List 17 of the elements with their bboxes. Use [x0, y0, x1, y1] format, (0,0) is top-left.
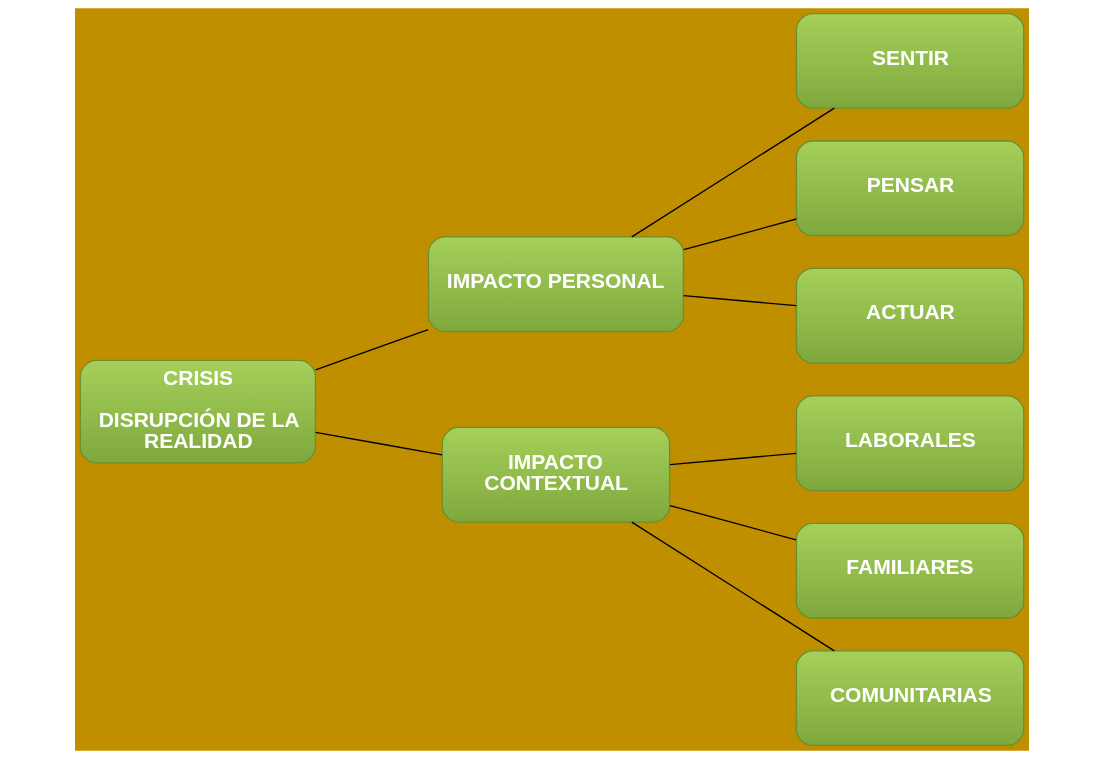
connector: [630, 521, 835, 652]
node-box: IMPACTO PERSONAL: [427, 236, 684, 333]
connector: [314, 328, 429, 371]
node-box: FAMILIARES: [795, 522, 1024, 619]
connector: [314, 431, 443, 456]
connector: [682, 294, 797, 307]
node-box: COMUNITARIAS: [795, 650, 1024, 747]
node-box: LABORALES: [795, 395, 1024, 492]
connector: [682, 218, 797, 251]
node-box: SENTIR: [795, 12, 1024, 109]
node-box: PENSAR: [795, 140, 1024, 237]
node-box: CRISIS DISRUPCIÓN DE LA REALIDAD: [79, 359, 316, 464]
connector: [668, 452, 797, 466]
node-box: ACTUAR: [795, 267, 1024, 364]
node-box: IMPACTO CONTEXTUAL: [441, 426, 670, 523]
connector: [668, 504, 797, 541]
connector: [630, 107, 835, 238]
